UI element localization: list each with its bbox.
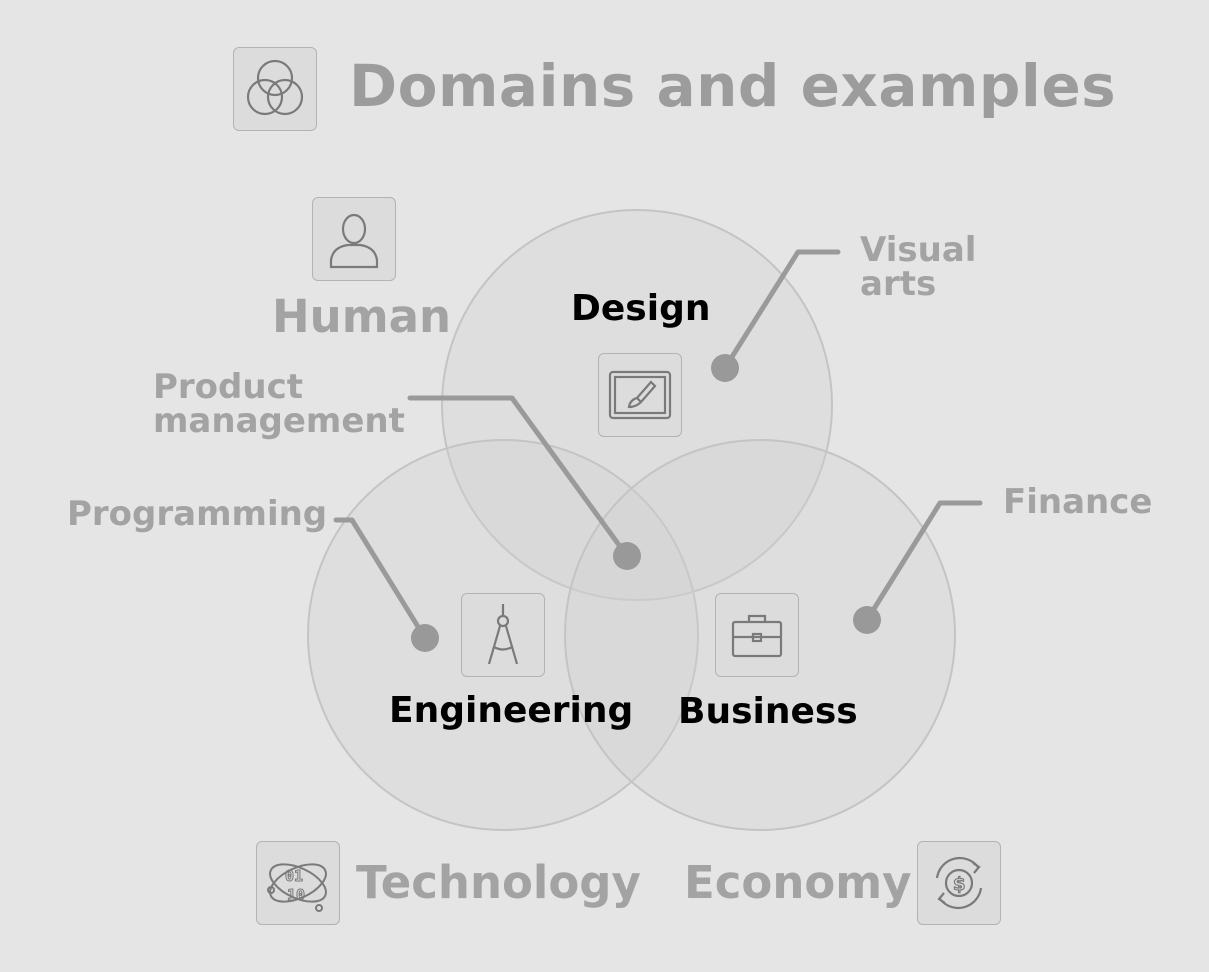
finance-leader — [864, 500, 983, 623]
binary-atom-icon: 01 10 — [256, 841, 340, 925]
programming-dot — [411, 624, 439, 652]
drawing-tablet-icon — [598, 353, 682, 437]
svg-text:$: $ — [953, 874, 966, 895]
product-management-line1: Product — [153, 367, 303, 407]
compass-icon — [461, 593, 545, 677]
engineering-label: Engineering — [389, 690, 634, 731]
currency-exchange-icon: $ — [917, 841, 1001, 925]
finance-label: Finance — [1003, 482, 1153, 522]
business-label: Business — [678, 691, 858, 732]
briefcase-icon — [715, 593, 799, 677]
programming-leader — [333, 517, 428, 641]
visual-arts-label: Visual arts — [860, 233, 976, 301]
visual-arts-line1: Visual — [860, 230, 977, 270]
visual-arts-leader — [722, 249, 841, 371]
person-icon — [312, 197, 396, 281]
design-label: Design — [571, 288, 711, 329]
venn-diagram-icon — [233, 47, 317, 131]
visual-arts-line2: arts — [860, 264, 937, 304]
finance-dot — [853, 606, 881, 634]
product-management-dot — [613, 542, 641, 570]
programming-label: Programming — [67, 494, 328, 534]
svg-text:10: 10 — [287, 886, 305, 904]
visual-arts-dot — [711, 354, 739, 382]
svg-text:01: 01 — [285, 867, 303, 885]
product-management-label: Product management — [153, 370, 405, 438]
product-management-line2: management — [153, 401, 405, 441]
technology-label: Technology — [356, 856, 641, 909]
human-label: Human — [272, 290, 451, 343]
page-title: Domains and examples — [349, 52, 1117, 120]
economy-label: Economy — [684, 856, 912, 909]
product-management-leader — [407, 395, 630, 559]
